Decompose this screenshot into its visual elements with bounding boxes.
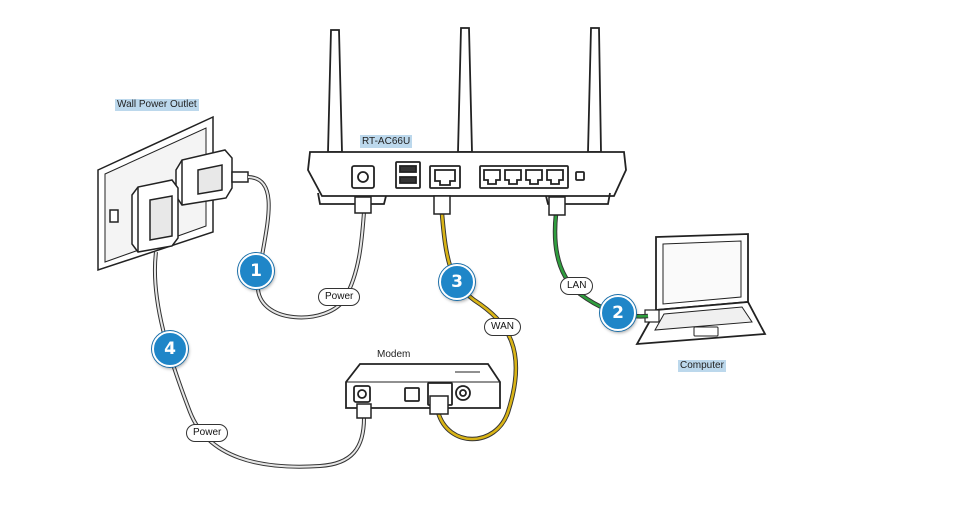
lan-cable (552, 213, 649, 319)
step-badge-3: 3 (439, 264, 475, 300)
modem-label: Modem (377, 349, 411, 360)
wall-outlet-label: Wall Power Outlet (115, 99, 199, 111)
router (307, 27, 627, 205)
lan-tag: LAN (560, 277, 594, 295)
step-badge-2: 2 (600, 295, 636, 331)
modem-power-tag: Power (186, 424, 229, 442)
wan-tag: WAN (484, 318, 521, 336)
modem-power-adapter (131, 179, 179, 253)
modem (345, 363, 501, 409)
step-badge-1: 1 (238, 253, 274, 289)
computer-label: Computer (678, 360, 726, 372)
router-power-tag: Power (318, 288, 361, 306)
step-badge-4: 4 (152, 331, 188, 367)
router-model-label: RT-AC66U (360, 135, 413, 148)
router-power-adapter (175, 149, 249, 206)
computer (635, 233, 767, 346)
router-model-text: RT-AC66U (360, 135, 413, 148)
